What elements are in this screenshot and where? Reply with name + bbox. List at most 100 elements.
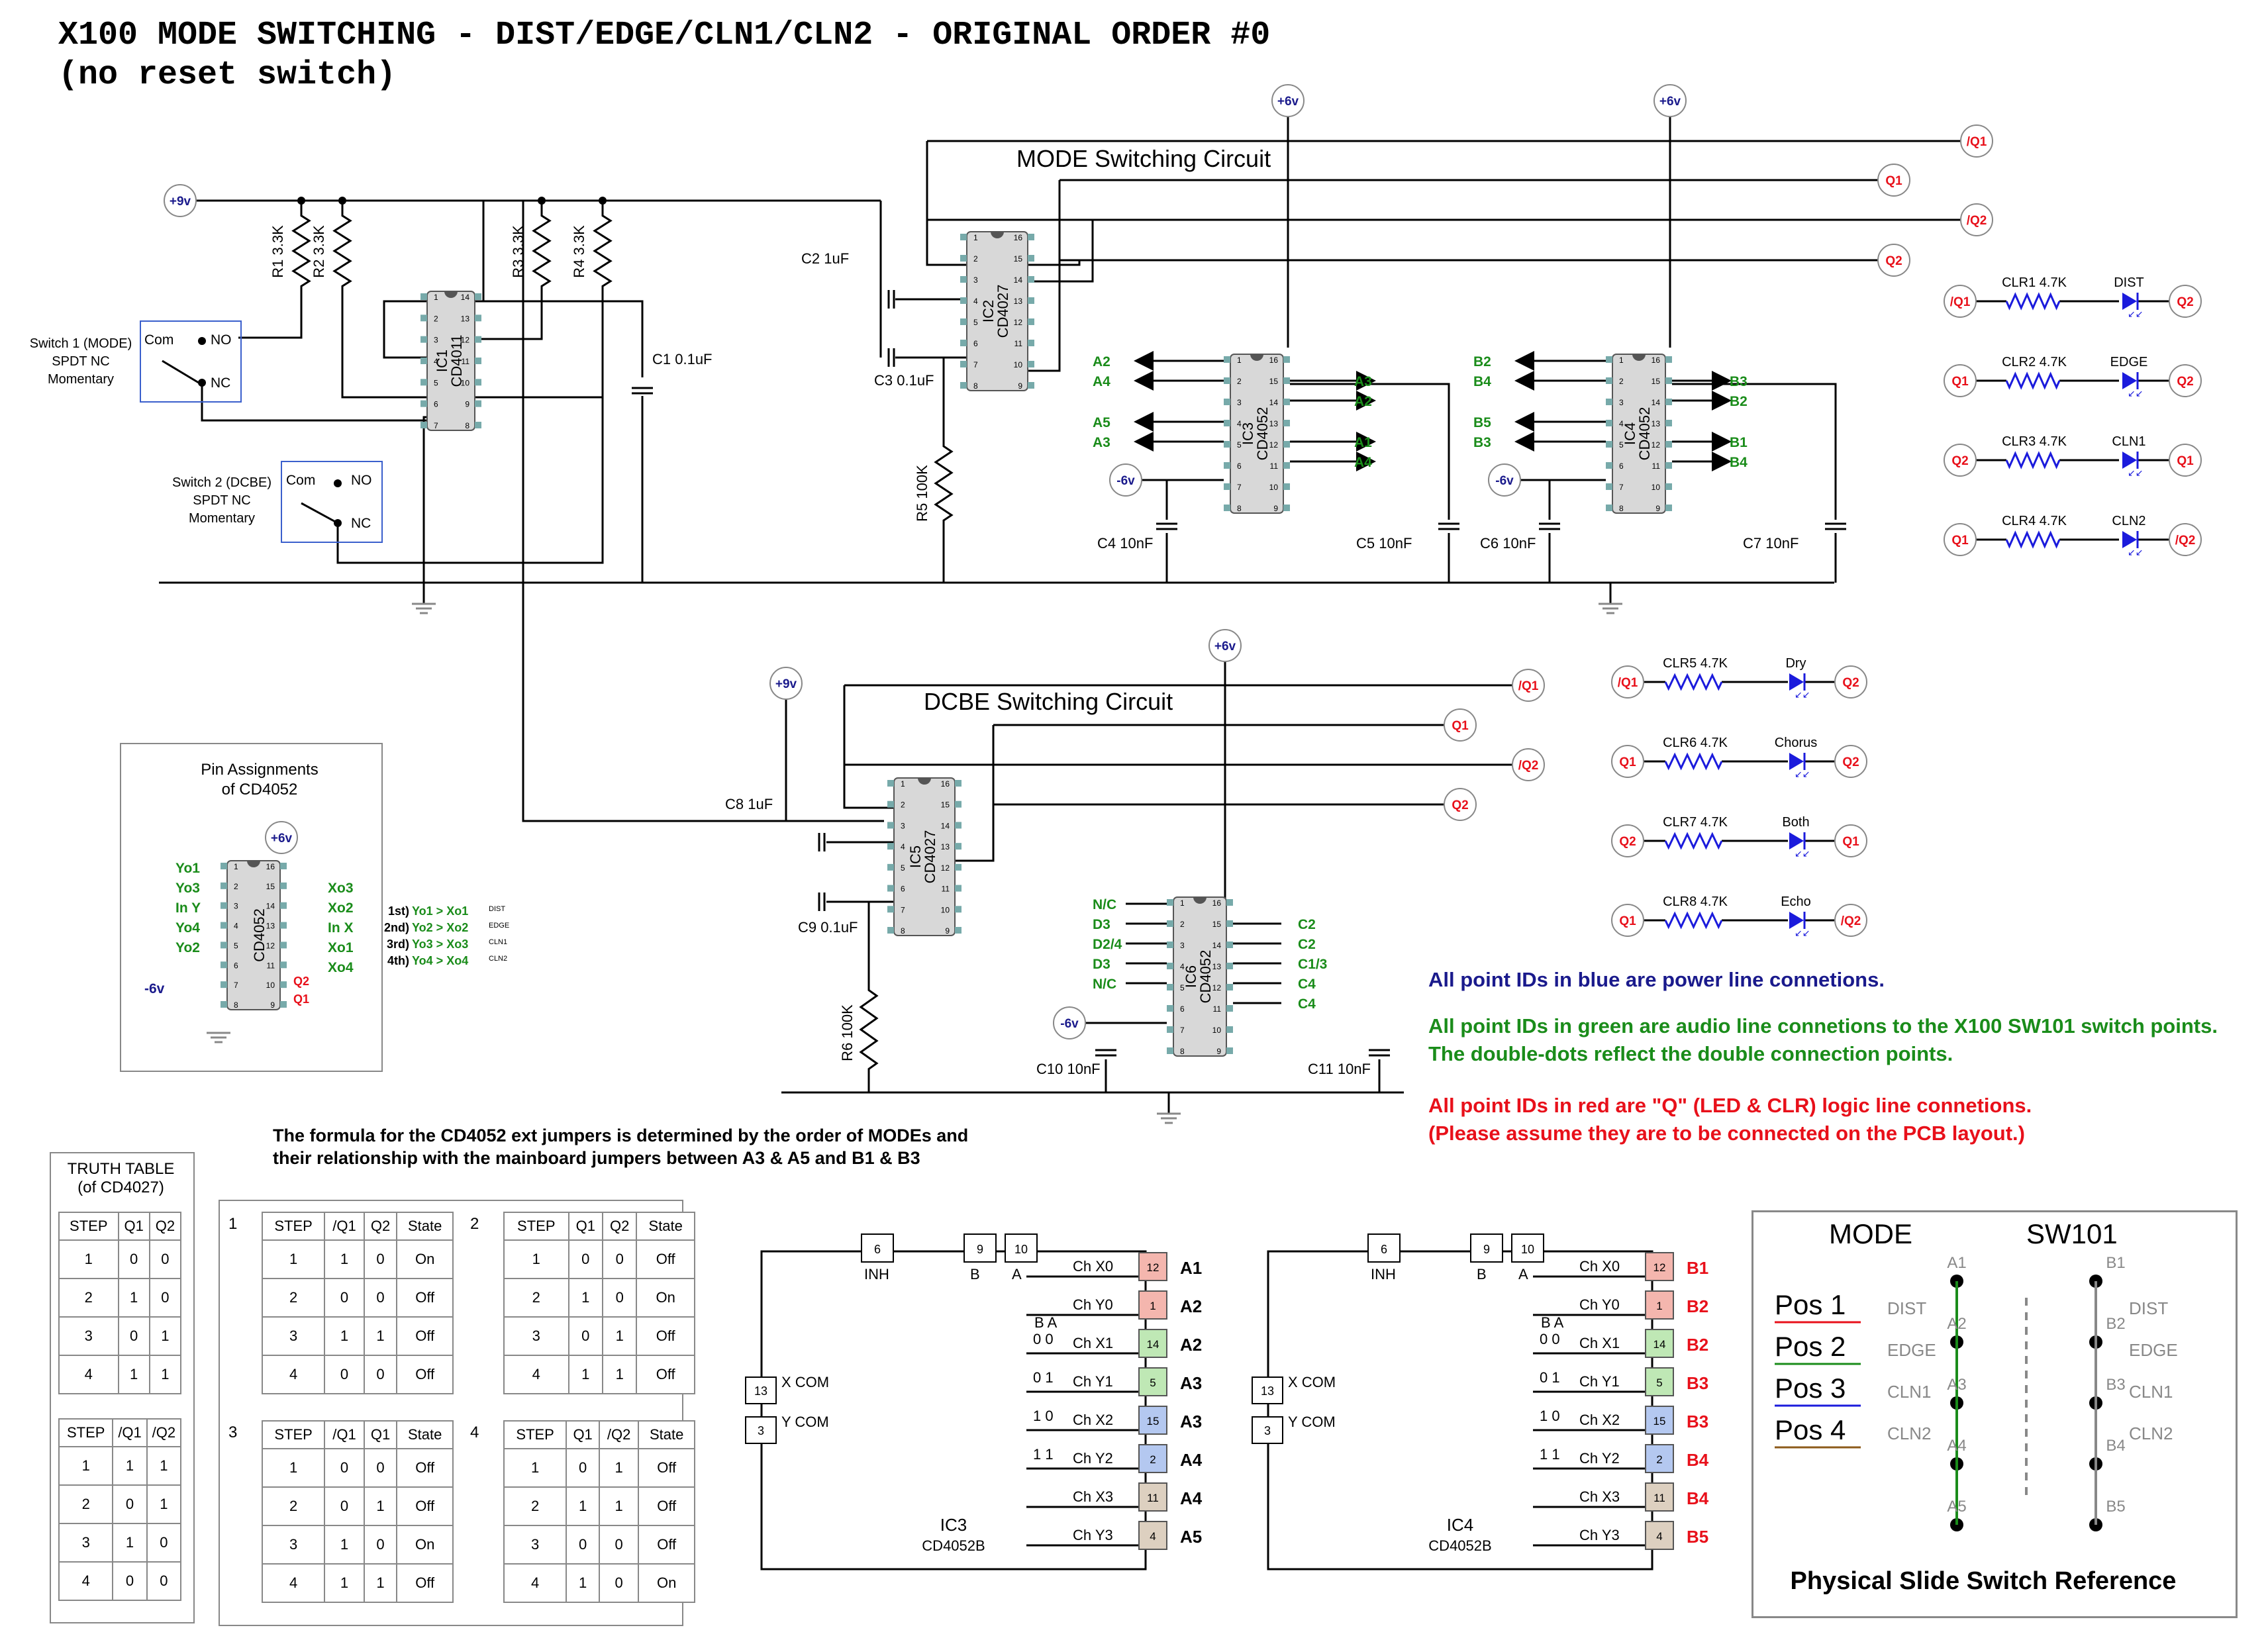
slide-sw: SW101 xyxy=(2026,1218,2118,1249)
chip-ic1-notch xyxy=(444,291,458,298)
chip-ic1-pin xyxy=(475,314,481,322)
label-r5: R5 100K xyxy=(914,465,930,522)
switch1-nc-dot xyxy=(198,379,206,387)
pin-step-map-3: Yo4 > Xo4 xyxy=(412,954,468,967)
dcbe-out-0: /Q1 xyxy=(1518,679,1539,693)
state-table-3-header: Q1 xyxy=(363,1420,398,1449)
chip-ic3-pin-num: 15 xyxy=(1269,377,1279,386)
led-dcbe-name-3: Echo xyxy=(1781,894,1811,909)
chip-ic6-pin xyxy=(1167,899,1173,906)
wire-mode-to-dcbe xyxy=(522,201,884,822)
mode-out-1-circle xyxy=(1877,164,1910,197)
mux-ic3-chan-box xyxy=(1138,1444,1167,1473)
label-c10: C10 10nF xyxy=(1036,1061,1101,1077)
led-dcbe-0-rays: ↙↙ xyxy=(1795,689,1810,700)
led-dcbe-name-0: Dry xyxy=(1785,656,1806,671)
mux-ic4-channel-6: Ch X3 xyxy=(1579,1488,1620,1505)
truth-q-cell: 2 xyxy=(58,1278,119,1318)
mux-ic4-com-pin xyxy=(1252,1376,1283,1404)
state-table-3-cell: 0 xyxy=(363,1448,398,1488)
pin-step-n-3: 4th) xyxy=(387,954,409,967)
switch1-no-dot xyxy=(198,337,206,345)
chip-ic2-pin xyxy=(960,255,967,262)
state-table-3-cell: Off xyxy=(396,1486,454,1526)
mux-ic4-top-pin-1: 9 xyxy=(1483,1243,1490,1256)
slide-caption: Physical Slide Switch Reference xyxy=(1791,1567,2177,1595)
dcbe-neg6v-circle xyxy=(1053,1006,1086,1039)
truth-nq-header: STEP xyxy=(58,1418,114,1447)
switch2-nc-dot xyxy=(334,519,342,527)
chip-ic5-pin-num: 10 xyxy=(941,905,950,914)
pin-step-map-2: Yo3 > Xo3 xyxy=(412,938,468,951)
chip-ic2-pin xyxy=(1028,234,1034,240)
ic3-left-0: A2 xyxy=(1093,354,1110,369)
chip-ic3-pin xyxy=(1224,420,1230,426)
label-c7: C7 10nF xyxy=(1743,535,1799,552)
state-table-3-cell: Off xyxy=(396,1563,454,1603)
chip-pin-assign-pin xyxy=(280,942,287,949)
slide-right-state-2: CLN1 xyxy=(2129,1382,2173,1402)
chip-ic1-pin xyxy=(475,336,481,343)
state-table-4-header: STEP xyxy=(503,1420,567,1449)
chip-ic3-pin xyxy=(1283,420,1290,426)
chip-ic6-pin xyxy=(1167,942,1173,948)
led-dcbe-res-3: CLR8 4.7K xyxy=(1663,894,1728,909)
mode-out-0-circle xyxy=(1960,124,1993,158)
mux-ic3-pin-box xyxy=(1005,1233,1038,1263)
mux-ic4-chan-label-5: B4 xyxy=(1687,1450,1709,1470)
chip-ic5-pin xyxy=(887,843,894,850)
state-table-4-header: /Q2 xyxy=(598,1420,640,1449)
state-table-1-cell: 4 xyxy=(261,1355,326,1394)
mux-ic4-chan-pin-7: 4 xyxy=(1656,1530,1662,1543)
junction-r2 xyxy=(338,197,346,205)
state-table-4-cell: 4 xyxy=(503,1563,567,1603)
mode-out-2-circle xyxy=(1960,203,1993,236)
chip-ic1-label: IC1 xyxy=(434,350,450,372)
pin-left-1: Yo3 xyxy=(175,881,200,896)
chip-ic4-pin-num: 15 xyxy=(1652,377,1661,386)
chip-ic1-pin xyxy=(475,422,481,428)
truth-table-title-1: TRUTH TABLE xyxy=(67,1160,175,1178)
mux-ic4-chan-pin-4: 15 xyxy=(1653,1415,1666,1427)
mux-ic4-top-pin-2: 10 xyxy=(1521,1243,1534,1256)
chip-ic5-pin-num: 5 xyxy=(901,863,905,873)
mux-ic3-com-pin-1: 3 xyxy=(758,1424,764,1437)
resistor-r4 xyxy=(593,201,613,301)
resistor-clr4 xyxy=(2005,530,2061,549)
mode-circuit-title: MODE Switching Circuit xyxy=(1016,145,1271,172)
led-mode-0-rays: ↙↙ xyxy=(2128,309,2143,319)
ic4-left-3: B3 xyxy=(1473,435,1491,450)
dcbe-neg6v: -6v xyxy=(1060,1017,1079,1031)
slide-pos-3: Pos 4 xyxy=(1775,1414,1846,1445)
chip-ic3-pin xyxy=(1224,377,1230,384)
led-dcbe-1-triangle xyxy=(1789,753,1804,770)
chip-ic6-pin xyxy=(1226,1005,1233,1012)
chip-ic1-pin xyxy=(475,293,481,300)
chip-ic4-part: CD4052 xyxy=(1636,407,1653,461)
truth-nq-cell: 0 xyxy=(146,1523,182,1563)
ic4-left-2: B5 xyxy=(1473,415,1491,430)
mux-ic4-chan-pin-0: 12 xyxy=(1653,1261,1666,1274)
state-table-number: 4 xyxy=(470,1424,479,1441)
state-table-4-cell: 1 xyxy=(503,1448,567,1488)
chip-ic6-pin xyxy=(1167,1047,1173,1054)
chip-pin-assign-pin xyxy=(221,882,227,889)
state-table-3-cell: 0 xyxy=(324,1486,365,1526)
pin-step-n-1: 2nd) xyxy=(384,921,409,934)
state-table-2-cell: 1 xyxy=(503,1239,569,1279)
chip-ic6-pin-num: 11 xyxy=(1213,1004,1222,1014)
wire-r4-ic1 xyxy=(475,301,604,399)
mux-ic4-chan-box xyxy=(1645,1521,1674,1550)
mux-ic3-pin-box xyxy=(963,1233,997,1263)
led-dcbe-right-2: Q1 xyxy=(1842,835,1859,849)
state-table-4-header: Q1 xyxy=(566,1420,600,1449)
chip-ic3-pin xyxy=(1224,483,1230,490)
chip-ic4-pin-num: 1 xyxy=(1619,356,1624,365)
mux-ic3-channel-0: Ch X0 xyxy=(1073,1258,1113,1275)
led-mode-name-0: DIST xyxy=(2114,275,2144,290)
